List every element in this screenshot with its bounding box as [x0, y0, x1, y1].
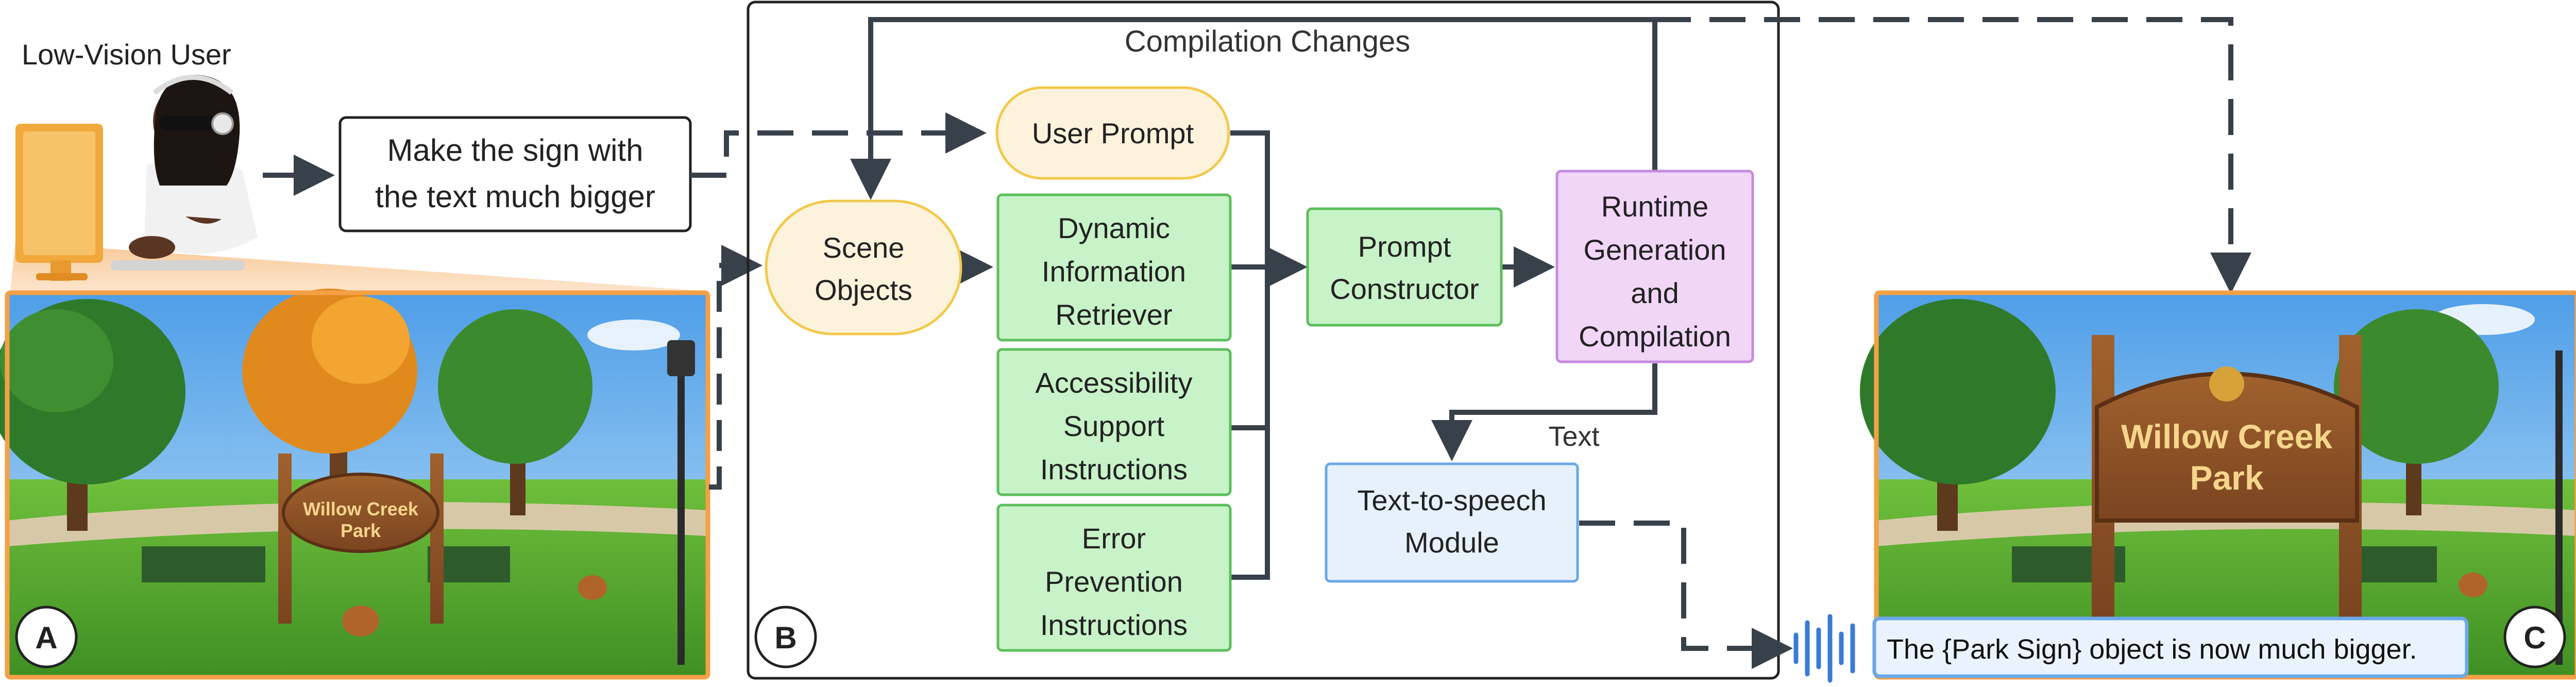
prompt-constructor-line: Constructor: [1330, 273, 1479, 305]
runtime-line: Generation: [1583, 233, 1726, 266]
dynamic-information-retriever-node: Dynamic Information Retriever: [996, 193, 1232, 342]
retriever-line: Dynamic: [1058, 212, 1170, 244]
audio-waveform-icon: [1793, 614, 1855, 683]
compilation-loop-arrow: [850, 17, 1657, 200]
runtime-generation-and-compilation-node: Runtime Generation and Compilation: [1555, 170, 1754, 363]
tts-line: Module: [1404, 526, 1499, 559]
compilation-changes-label: Compilation Changes: [1125, 25, 1411, 58]
scene-objects-node: Scene Objects: [765, 199, 962, 336]
panel-a-label: A: [35, 621, 57, 655]
tts-line: Text-to-speech: [1357, 484, 1546, 516]
panel-b-label: B: [774, 621, 796, 655]
error-prevention-line: Instructions: [1040, 609, 1188, 641]
runtime-line: Runtime: [1601, 190, 1709, 223]
panel-c-label: C: [2523, 621, 2546, 655]
panel-a-badge: [15, 606, 78, 668]
panel-b-frame: [747, 1, 1780, 680]
scene-objects-line: Scene: [823, 231, 905, 264]
sign-text-after: Willow Creek: [2121, 417, 2332, 456]
sign-text-before: Park: [341, 520, 381, 541]
panel-b-badge: [754, 606, 817, 668]
user-illustration: [10, 75, 708, 291]
scene-to-scene-objects-arrow: [709, 245, 762, 490]
user-label: Low-Vision User: [22, 38, 231, 71]
accessibility-line: Instructions: [1040, 453, 1188, 485]
retriever-line: Information: [1042, 255, 1186, 288]
text-edge-label: Text: [1548, 421, 1599, 452]
user-prompt-node: User Prompt: [995, 86, 1230, 180]
panel-c-badge: [2503, 606, 2566, 668]
sign-text-after: Park: [2190, 459, 2263, 497]
user-prompt-line: User Prompt: [1032, 117, 1194, 149]
error-prevention-line: Prevention: [1045, 565, 1183, 598]
accessibility-line: Support: [1063, 410, 1165, 442]
error-prevention-instructions-node: Error Prevention Instructions: [996, 504, 1232, 652]
tts-output-text: The {Park Sign} object is now much bigge…: [1887, 634, 2417, 665]
runtime-line: Compilation: [1579, 320, 1731, 353]
compilation-to-panel-c-arrow: [1655, 17, 2251, 294]
error-prevention-line: Error: [1082, 522, 1146, 555]
request-to-user-prompt-arrow: [690, 112, 987, 178]
text-to-speech-module-node: Text-to-speech Module: [1325, 462, 1579, 583]
prompt-constructor-node: Prompt Constructor: [1306, 207, 1503, 327]
user-request-line: the text much bigger: [375, 179, 655, 214]
user-request-box: Make the sign with the text much bigger: [338, 116, 692, 232]
scene-objects-line: Objects: [815, 274, 912, 306]
accessibility-support-instructions-node: Accessibility Support Instructions: [996, 348, 1232, 496]
tts-output-box: The {Park Sign} object is now much bigge…: [1872, 616, 2469, 678]
prompt-constructor-line: Prompt: [1358, 230, 1451, 263]
panel-a-scene: Willow Creek Park: [0, 289, 710, 680]
runtime-line: and: [1631, 277, 1679, 309]
tts-to-output-arrow: [1579, 521, 1793, 669]
user-prompt-merge-line: [1230, 130, 1270, 580]
runtime-to-tts-arrow: [1431, 363, 1657, 461]
user-request-line: Make the sign with: [387, 133, 643, 167]
retriever-line: Retriever: [1055, 298, 1172, 331]
accessibility-line: Accessibility: [1036, 366, 1193, 399]
sign-text-before: Willow Creek: [303, 498, 419, 520]
